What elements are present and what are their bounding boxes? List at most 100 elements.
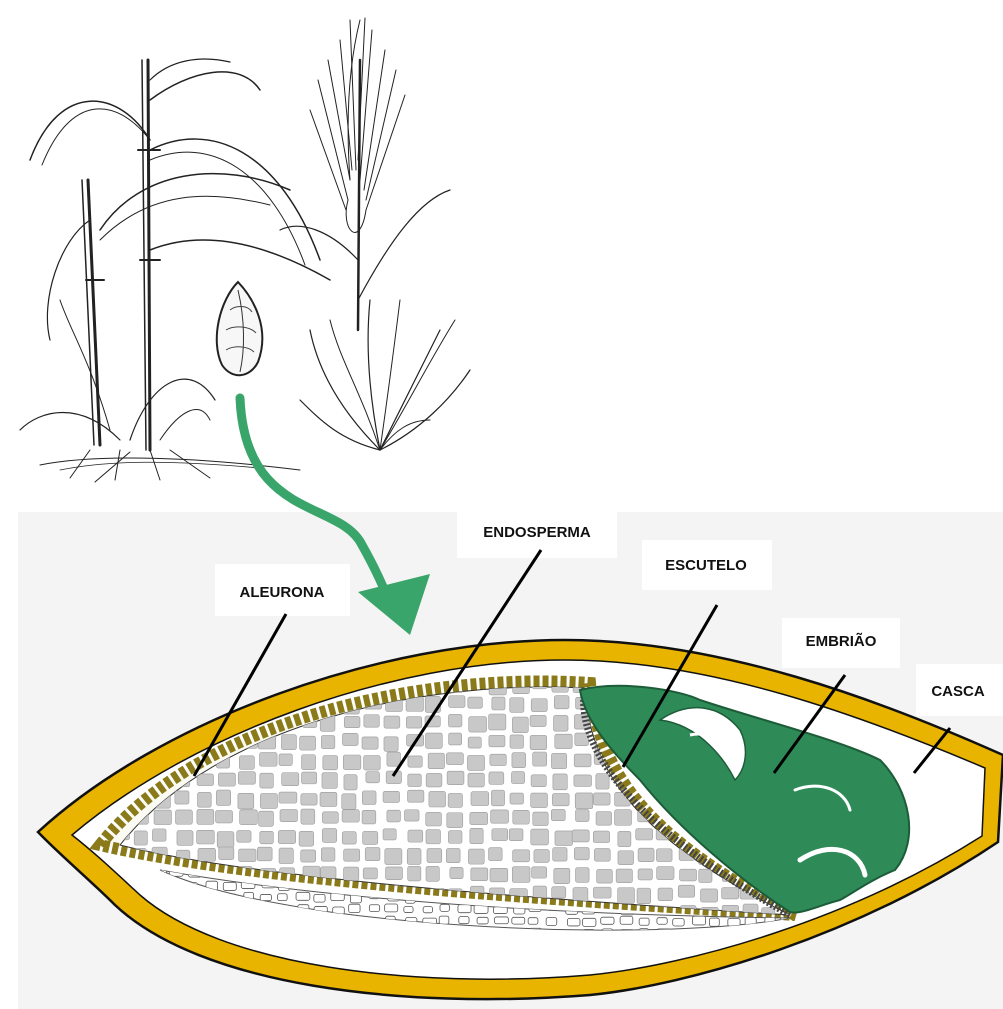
lower-cell <box>692 916 705 925</box>
endosperm-cell <box>531 829 549 845</box>
endosperm-cell <box>426 773 442 786</box>
endosperm-cell <box>489 714 506 730</box>
endosperm-cell <box>240 810 258 825</box>
lower-cell <box>223 882 236 890</box>
endosperm-cell <box>596 774 609 789</box>
endosperm-cell <box>238 772 255 784</box>
lower-cell <box>260 894 271 900</box>
endosperm-cell <box>722 887 739 898</box>
endosperm-cell <box>175 791 189 804</box>
lower-cell <box>278 894 288 901</box>
endosperm-cell <box>554 715 568 731</box>
endosperm-cell <box>468 737 481 748</box>
endosperm-cell <box>513 850 530 862</box>
seed-icon <box>217 282 263 375</box>
endosperm-cell <box>576 810 590 822</box>
endosperm-cell <box>408 756 422 767</box>
endosperm-cell <box>552 794 569 806</box>
endosperm-cell <box>551 753 566 769</box>
endosperm-cell <box>217 832 234 848</box>
endosperm-cell <box>282 773 299 786</box>
lower-cell <box>620 916 633 924</box>
endosperm-cell <box>429 791 446 807</box>
lower-cell <box>423 907 432 913</box>
endosperm-cell <box>363 831 378 844</box>
lower-cell <box>477 917 488 924</box>
endosperm-cell <box>637 888 651 904</box>
endosperm-cell <box>344 867 359 881</box>
lower-cell <box>349 904 360 912</box>
endosperm-cell <box>300 736 316 750</box>
endosperm-cell <box>596 812 611 826</box>
endosperm-cell <box>408 774 421 787</box>
aleurona-label: ALEURONA <box>240 584 325 601</box>
endosperm-cell <box>531 775 546 787</box>
lower-cell <box>296 892 310 900</box>
lower-cell <box>495 917 509 924</box>
casca-label: CASCA <box>931 683 985 700</box>
endosperm-cell <box>427 849 442 863</box>
endosperm-cell <box>531 699 547 712</box>
lower-cell <box>567 919 580 926</box>
endosperm-cell <box>366 772 380 783</box>
endosperm-cell <box>470 828 483 843</box>
endosperm-cell <box>531 793 548 807</box>
lower-cell <box>314 894 325 902</box>
endosperm-cell <box>492 697 505 710</box>
endosperm-cell <box>301 794 317 805</box>
endosperm-cell <box>383 829 396 840</box>
endosperm-cell <box>449 696 465 708</box>
endosperm-cell <box>385 849 402 865</box>
endosperm-cell <box>533 752 547 766</box>
lower-cell <box>673 919 684 926</box>
endosperm-cell <box>618 888 635 904</box>
endosperm-cell <box>301 809 315 824</box>
lower-cell <box>546 918 557 926</box>
endosperm-cell <box>512 867 530 883</box>
endosperm-cell <box>408 866 421 881</box>
endosperm-cell <box>492 829 508 841</box>
lower-cell <box>458 905 471 913</box>
endosperm-cell <box>574 775 592 787</box>
endosperm-cell <box>447 813 463 828</box>
endosperm-cell <box>384 737 398 752</box>
escutelo-label: ESCUTELO <box>665 557 747 574</box>
endosperm-cell <box>322 812 338 823</box>
endosperm-cell <box>426 866 439 881</box>
endosperm-cell <box>344 716 360 727</box>
lower-cell <box>440 904 449 911</box>
endosperm-cell <box>362 791 376 805</box>
endosperm-cell <box>658 888 672 901</box>
endosperm-cell <box>259 811 274 826</box>
endosperm-cell <box>678 885 694 897</box>
lower-cell <box>709 918 719 926</box>
lower-cell <box>639 918 649 925</box>
lower-cell <box>657 918 667 925</box>
endosperm-cell <box>299 831 314 846</box>
endosperm-cell <box>680 869 697 881</box>
endosperm-cell <box>553 774 567 790</box>
embriao-label: EMBRIÃO <box>806 632 877 650</box>
endosperm-cell <box>533 886 546 899</box>
endosperm-cell <box>699 869 712 882</box>
endosperm-cell <box>364 715 379 728</box>
endosperm-cell <box>134 831 147 845</box>
endosperm-cell <box>615 810 632 826</box>
endosperm-cell <box>280 810 297 822</box>
endosperm-cell <box>362 737 378 749</box>
endosperm-cell <box>449 733 462 745</box>
endosperm-cell <box>260 831 274 844</box>
endosperm-cell <box>197 809 214 824</box>
endosperm-cell <box>638 869 652 880</box>
endosperm-cell <box>322 773 337 789</box>
endosperm-cell <box>302 755 316 770</box>
lower-cell <box>439 916 449 924</box>
endosperm-cell <box>237 831 251 843</box>
endosperm-cell <box>509 829 523 841</box>
endosperm-cell <box>575 793 593 809</box>
endosperm-cell <box>471 792 489 806</box>
lower-cell <box>459 917 469 924</box>
endosperm-cell <box>260 773 273 788</box>
endosperm-cell <box>530 735 547 749</box>
endosperm-cell <box>260 794 277 809</box>
